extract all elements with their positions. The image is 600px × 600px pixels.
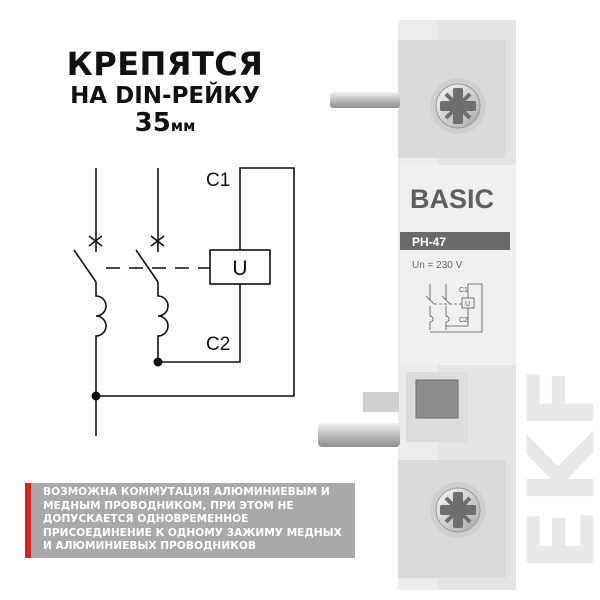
headline-line-2: НА DIN-РЕЙКУ bbox=[70, 82, 260, 109]
mini-schematic bbox=[425, 283, 483, 333]
model-bar bbox=[400, 232, 510, 250]
pole-1-coil bbox=[95, 282, 107, 352]
pole-1-cross-2 bbox=[88, 235, 103, 247]
rated-voltage: Un = 230 V bbox=[412, 260, 463, 271]
label-c2: C2 bbox=[206, 334, 230, 355]
c2-return-line bbox=[158, 284, 241, 363]
pole-2-switch-blade bbox=[135, 249, 159, 283]
label-c1: C1 bbox=[206, 170, 230, 191]
mini-label-c1: C1 bbox=[459, 287, 468, 294]
model-name: PH-47 bbox=[412, 235, 446, 249]
pole-2-cross-2 bbox=[150, 235, 165, 247]
auxiliary-circuit-line bbox=[96, 167, 295, 397]
latch bbox=[363, 392, 399, 412]
pole-1-switch-blade bbox=[73, 249, 97, 283]
label-u: U bbox=[232, 257, 247, 280]
junction-dot-c2 bbox=[153, 357, 163, 367]
brand-logo-text: EKF bbox=[508, 362, 600, 572]
headline-line-3: 35мм bbox=[40, 107, 290, 138]
notice-accent-bar bbox=[25, 483, 31, 558]
bottom-pin bbox=[318, 423, 400, 447]
top-screw-icon bbox=[430, 78, 486, 134]
mini-label-c2: C2 bbox=[459, 317, 468, 324]
mini-label-u: U bbox=[465, 301, 470, 308]
brand-logo: EKF bbox=[509, 342, 600, 592]
headline-line-1: КРЕПЯТСЯ bbox=[66, 45, 264, 83]
indicator-window bbox=[415, 379, 459, 419]
notice-text: Возможна коммутация алюминиевым и медным… bbox=[43, 486, 342, 552]
headline: КРЕПЯТСЯ НА DIN-РЕЙКУ 35мм bbox=[40, 45, 290, 138]
notice-banner: Возможна коммутация алюминиевым и медным… bbox=[25, 483, 355, 558]
pole-2-coil bbox=[157, 282, 169, 352]
din-size-value: 35 bbox=[134, 107, 171, 138]
top-pin bbox=[330, 92, 400, 108]
bottom-screw-icon bbox=[430, 482, 486, 538]
din-size-unit: мм bbox=[170, 116, 196, 135]
junction-dot-main bbox=[91, 391, 101, 401]
series-name: BASIC bbox=[410, 184, 494, 214]
